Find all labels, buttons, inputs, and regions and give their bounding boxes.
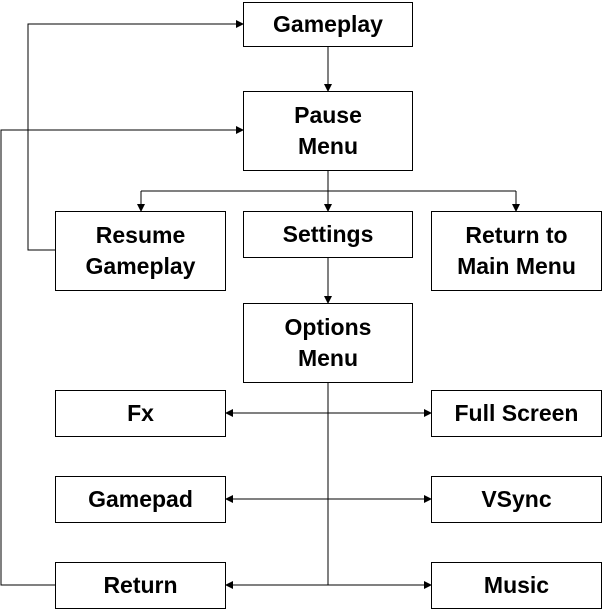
- node-gamepad: Gamepad: [55, 476, 226, 523]
- node-return-to-main-menu: Return to Main Menu: [431, 211, 602, 291]
- node-full-screen: Full Screen: [431, 390, 602, 437]
- node-return: Return: [55, 562, 226, 609]
- node-vsync: VSync: [431, 476, 602, 523]
- edge-resume-gameplay-to-gameplay: [27, 20, 244, 251]
- edge-return-to-pause-menu: [0, 126, 244, 586]
- node-options-menu: Options Menu: [243, 303, 413, 383]
- node-resume-gameplay: Resume Gameplay: [55, 211, 226, 291]
- node-fx: Fx: [55, 390, 226, 437]
- node-gameplay: Gameplay: [243, 2, 413, 47]
- node-music: Music: [431, 562, 602, 609]
- node-pause-menu: Pause Menu: [243, 91, 413, 171]
- node-settings: Settings: [243, 211, 413, 258]
